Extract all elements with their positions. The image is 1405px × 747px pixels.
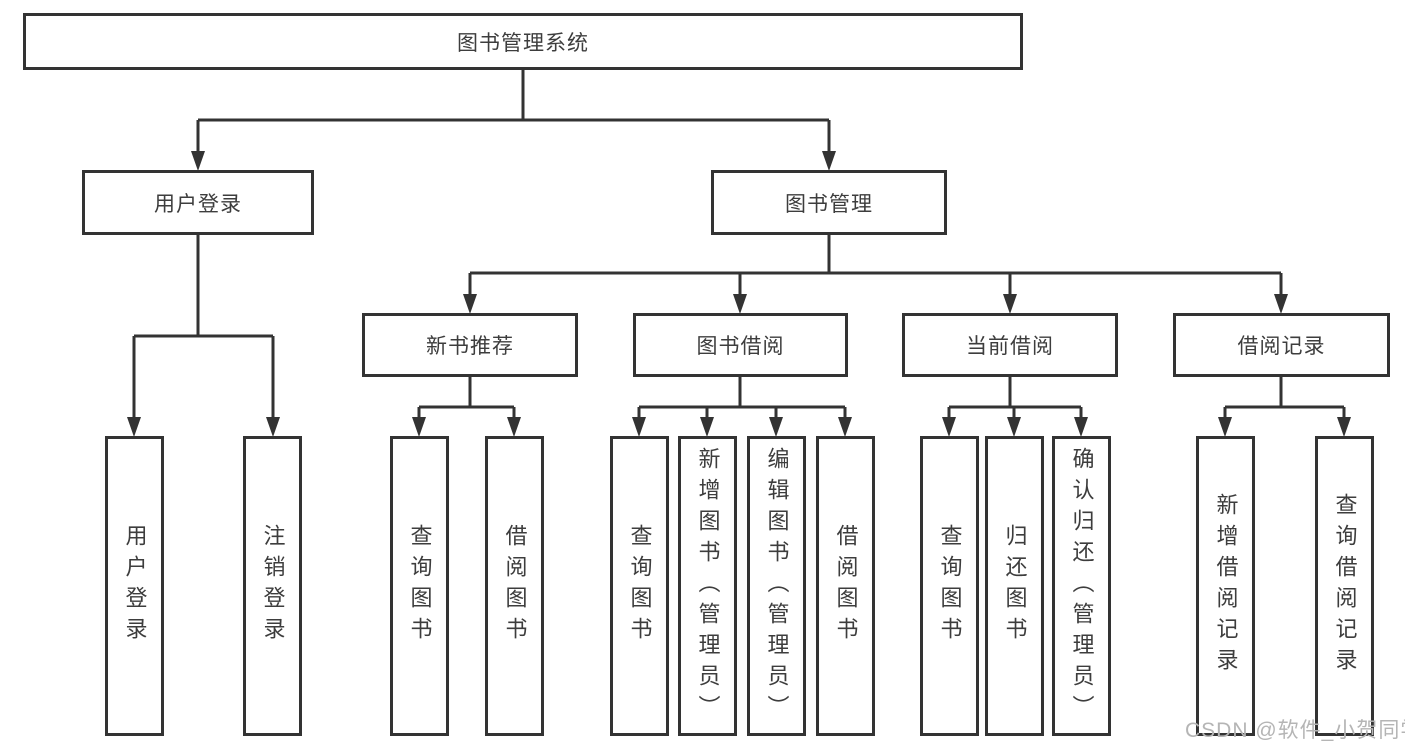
leaf-label: 借阅图书	[833, 524, 859, 648]
arrowhead-icons	[127, 151, 1351, 437]
node-library-management-system: 图书管理系统	[23, 13, 1023, 70]
leaf-label: 查询借阅记录	[1332, 493, 1358, 679]
node-label: 当前借阅	[966, 335, 1054, 358]
leaf-search-books-current: 查询图书	[920, 436, 979, 736]
leaf-add-borrow-record: 新增借阅记录	[1196, 436, 1255, 736]
leaf-return-books: 归还图书	[985, 436, 1044, 736]
leaf-user-login: 用户登录	[105, 436, 164, 736]
node-new-book-recommendation: 新书推荐	[362, 313, 578, 377]
leaf-label: 借阅图书	[502, 524, 528, 648]
leaf-search-borrow-record: 查询借阅记录	[1315, 436, 1374, 736]
leaf-search-books-recommend: 查询图书	[390, 436, 449, 736]
csdn-watermark: CSDN @软件_小贺同学	[1185, 719, 1405, 742]
leaf-borrow-books-recommend: 借阅图书	[485, 436, 544, 736]
node-current-borrowing: 当前借阅	[902, 313, 1118, 377]
node-borrowing-records: 借阅记录	[1173, 313, 1390, 377]
leaf-label: 新增借阅记录	[1213, 493, 1239, 679]
leaf-label: 确认归还（管理员）	[1069, 446, 1095, 726]
leaf-label: 查询图书	[627, 524, 653, 648]
leaf-logout: 注销登录	[243, 436, 302, 736]
leaf-label: 查询图书	[937, 524, 963, 648]
leaf-label: 归还图书	[1002, 524, 1028, 648]
node-label: 图书管理系统	[457, 31, 589, 55]
leaf-search-books-borrowing: 查询图书	[610, 436, 669, 736]
leaf-label: 新增图书（管理员）	[695, 446, 721, 726]
leaf-label: 查询图书	[407, 524, 433, 648]
node-label: 图书管理	[785, 192, 873, 216]
leaf-label: 用户登录	[122, 524, 148, 648]
leaf-edit-books-admin: 编辑图书（管理员）	[747, 436, 806, 736]
leaf-confirm-return-admin: 确认归还（管理员）	[1052, 436, 1111, 736]
node-book-borrowing: 图书借阅	[633, 313, 848, 377]
node-label: 新书推荐	[426, 335, 514, 358]
leaf-borrow-books: 借阅图书	[816, 436, 875, 736]
node-book-management: 图书管理	[711, 170, 947, 235]
node-user-login: 用户登录	[82, 170, 314, 235]
leaf-label: 编辑图书（管理员）	[764, 446, 790, 726]
node-label: 借阅记录	[1237, 335, 1326, 358]
leaf-label: 注销登录	[260, 524, 286, 648]
node-label: 用户登录	[154, 192, 242, 216]
node-label: 图书借阅	[696, 335, 785, 358]
tree-connector-paths	[132, 69, 1346, 419]
leaf-add-books-admin: 新增图书（管理员）	[678, 436, 737, 736]
